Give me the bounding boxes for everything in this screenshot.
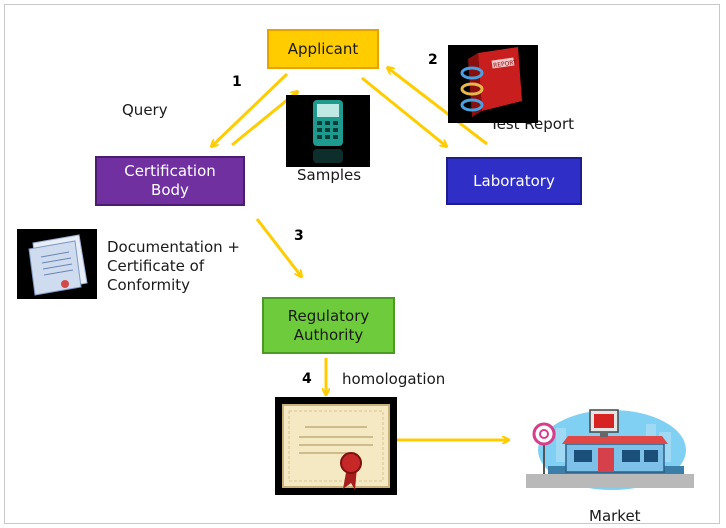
svg-text:REPORT: REPORT [493, 59, 518, 69]
laboratory-box: Laboratory [446, 157, 582, 205]
arrow-cert-to-regulatory [255, 218, 301, 276]
market-label: Market [589, 507, 641, 525]
diagram-frame [4, 4, 720, 524]
arrow-applicant-to-cert [212, 72, 289, 146]
applicant-box: Applicant [267, 29, 379, 69]
arrow-lab-to-applicant [388, 68, 488, 146]
regulatory-authority-label-line2: Authority [293, 325, 364, 344]
market-building-icon [526, 409, 694, 490]
documentation-line1: Documentation + [107, 238, 240, 256]
applicant-label: Applicant [287, 39, 359, 58]
step-number-4: 4 [302, 371, 312, 387]
documentation-line2: Certificate of [107, 257, 205, 275]
regulatory-authority-box: Regulatory Authority [262, 297, 395, 354]
certification-body-label-line1: Certification [124, 162, 216, 180]
certification-body-label-line2: Body [151, 181, 189, 199]
certificate-icon [275, 397, 397, 495]
document-icon [17, 229, 97, 299]
samples-label: Samples [297, 166, 362, 184]
homologation-label: homologation [342, 370, 446, 388]
documentation-label: Documentation + Certificate of Conformit… [107, 238, 240, 295]
arrow-applicant-to-lab [361, 76, 446, 146]
laboratory-label: Laboratory [473, 171, 555, 190]
regulatory-authority-label-line1: Regulatory [287, 306, 370, 325]
step-number-1: 1 [232, 74, 242, 90]
phone-icon [286, 95, 370, 167]
step-number-3: 3 [294, 228, 304, 244]
report-book-icon: REPORT [448, 45, 538, 123]
certification-body-box: Certification Body [95, 156, 245, 206]
step-number-2: 2 [428, 52, 438, 68]
documentation-line3: Conformity [107, 276, 191, 294]
query-label: Query [122, 101, 168, 119]
